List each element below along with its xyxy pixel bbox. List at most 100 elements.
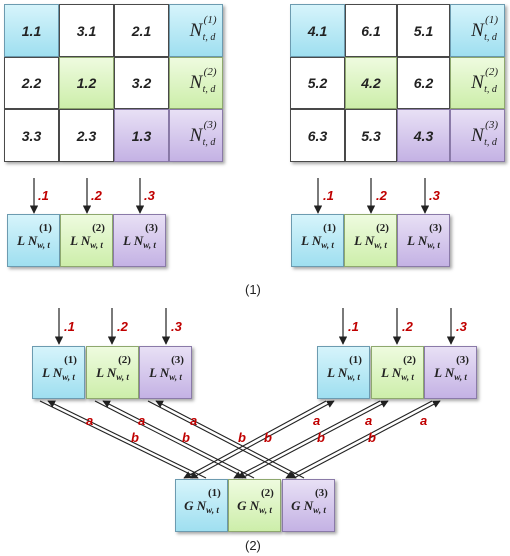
gn-symbol: G Nw, t(3) <box>291 486 328 515</box>
gn-symbol: G Nw, t(2) <box>237 486 274 515</box>
n-symbol: N(1)t, d <box>471 13 498 43</box>
matrix-cell: 6.3 <box>290 109 345 162</box>
arrow-label: .2 <box>117 319 128 334</box>
matrix-cell: 1.1 <box>4 4 59 57</box>
edge-a <box>183 400 327 479</box>
ln-box: L Nw, t(2) <box>86 346 139 399</box>
edge-label-a: a <box>190 413 197 428</box>
matrix-cell: 3.3 <box>4 109 59 162</box>
edge-label-a: a <box>86 413 93 428</box>
arrow-label: .1 <box>38 188 49 203</box>
ln-box: L Nw, t(3) <box>397 214 450 267</box>
ln-symbol: L Nw, t(2) <box>354 221 389 250</box>
arrow-label: .3 <box>171 319 182 334</box>
matrix-cell: 2.2 <box>4 57 59 109</box>
a-edges <box>39 400 441 479</box>
edge-a <box>285 400 433 479</box>
edge-a <box>102 400 255 479</box>
edge-label-a: a <box>365 413 372 428</box>
arrow-label: .3 <box>429 188 440 203</box>
edge-label-a: a <box>420 413 427 428</box>
edge-label-b: b <box>182 430 190 445</box>
edge-label-b: b <box>264 430 272 445</box>
arrow-label: .1 <box>64 319 75 334</box>
caption-part-1: (1) <box>245 282 261 297</box>
n-symbol: N(3)t, d <box>189 118 217 148</box>
gn-box: G Nw, t(2) <box>228 479 281 532</box>
edge-label-b: b <box>368 430 376 445</box>
ln-symbol: L Nw, t(3) <box>434 353 469 382</box>
edge-a <box>39 400 199 479</box>
edge-a <box>94 400 247 479</box>
edge-a <box>241 400 389 479</box>
caption-part-2: (2) <box>245 538 261 553</box>
gn-box: G Nw, t(1) <box>175 479 228 532</box>
ln-box: L Nw, t(3) <box>424 346 477 399</box>
ln-box: L Nw, t(2) <box>60 214 113 267</box>
n-symbol: N(2)t, d <box>471 66 498 95</box>
ln-symbol: L Nw, t(3) <box>407 221 442 250</box>
ln-box: L Nw, t(1) <box>317 346 370 399</box>
ln-box: L Nw, t(3) <box>139 346 192 399</box>
edge-label-a: a <box>138 413 145 428</box>
edge-label-b: b <box>317 430 325 445</box>
ln-box: L Nw, t(2) <box>371 346 424 399</box>
arrow-label: .3 <box>144 188 155 203</box>
ln-symbol: L Nw, t(1) <box>301 221 336 250</box>
ln-box: L Nw, t(1) <box>7 214 60 267</box>
matrix-cell: 5.2 <box>290 57 345 109</box>
ln-symbol: L Nw, t(2) <box>96 353 131 382</box>
edge-label-b: b <box>131 430 139 445</box>
arrow-label: .2 <box>376 188 387 203</box>
matrix-cell: 2.3 <box>59 109 114 162</box>
arrow-label: .3 <box>456 319 467 334</box>
matrix-cell: 4.3 <box>397 109 450 162</box>
matrix-cell: 3.1 <box>59 4 114 57</box>
edge-a <box>155 400 305 479</box>
matrix-cell: 6.2 <box>397 57 450 109</box>
ln-box: L Nw, t(2) <box>344 214 397 267</box>
n-label-cell: N(2)t, d <box>450 57 505 109</box>
matrix-cell: 1.3 <box>114 109 169 162</box>
arrow-label: .2 <box>91 188 102 203</box>
gn-box: G Nw, t(3) <box>282 479 335 532</box>
matrix-cell: 3.2 <box>114 57 169 109</box>
edge-a <box>147 400 297 479</box>
ln-symbol: L Nw, t(2) <box>381 353 416 382</box>
edge-a <box>293 400 441 479</box>
matrix-cell: 4.1 <box>290 4 345 57</box>
matrix-cell: 1.2 <box>59 57 114 109</box>
n-symbol: N(2)t, d <box>189 66 217 95</box>
ln-box: L Nw, t(3) <box>113 214 166 267</box>
n-symbol: N(3)t, d <box>471 118 498 148</box>
ln-symbol: L Nw, t(1) <box>42 353 77 382</box>
matrix-cell: 5.1 <box>397 4 450 57</box>
arrow-label: .2 <box>402 319 413 334</box>
matrix-cell: 5.3 <box>345 109 397 162</box>
n-symbol: N(1)t, d <box>189 13 217 43</box>
n-label-cell: N(3)t, d <box>169 109 223 162</box>
edge-label-b: b <box>238 430 246 445</box>
ln-box: L Nw, t(1) <box>291 214 344 267</box>
ln-symbol: L Nw, t(3) <box>123 221 158 250</box>
edge-label-a: a <box>313 413 320 428</box>
ln-symbol: L Nw, t(3) <box>149 353 184 382</box>
edge-a <box>233 400 381 479</box>
n-label-cell: N(1)t, d <box>169 4 223 57</box>
arrow-label: .1 <box>348 319 359 334</box>
matrix-cell: 4.2 <box>345 57 397 109</box>
matrix-cell: 6.1 <box>345 4 397 57</box>
gn-symbol: G Nw, t(1) <box>184 486 221 515</box>
n-label-cell: N(2)t, d <box>169 57 223 109</box>
n-label-cell: N(1)t, d <box>450 4 505 57</box>
ln-symbol: L Nw, t(2) <box>70 221 105 250</box>
ln-symbol: L Nw, t(1) <box>327 353 362 382</box>
edge-a <box>191 400 335 479</box>
matrix-cell: 2.1 <box>114 4 169 57</box>
arrow-label: .1 <box>323 188 334 203</box>
edge-a <box>47 400 207 479</box>
ln-box: L Nw, t(1) <box>32 346 85 399</box>
ln-symbol: L Nw, t(1) <box>17 221 52 250</box>
